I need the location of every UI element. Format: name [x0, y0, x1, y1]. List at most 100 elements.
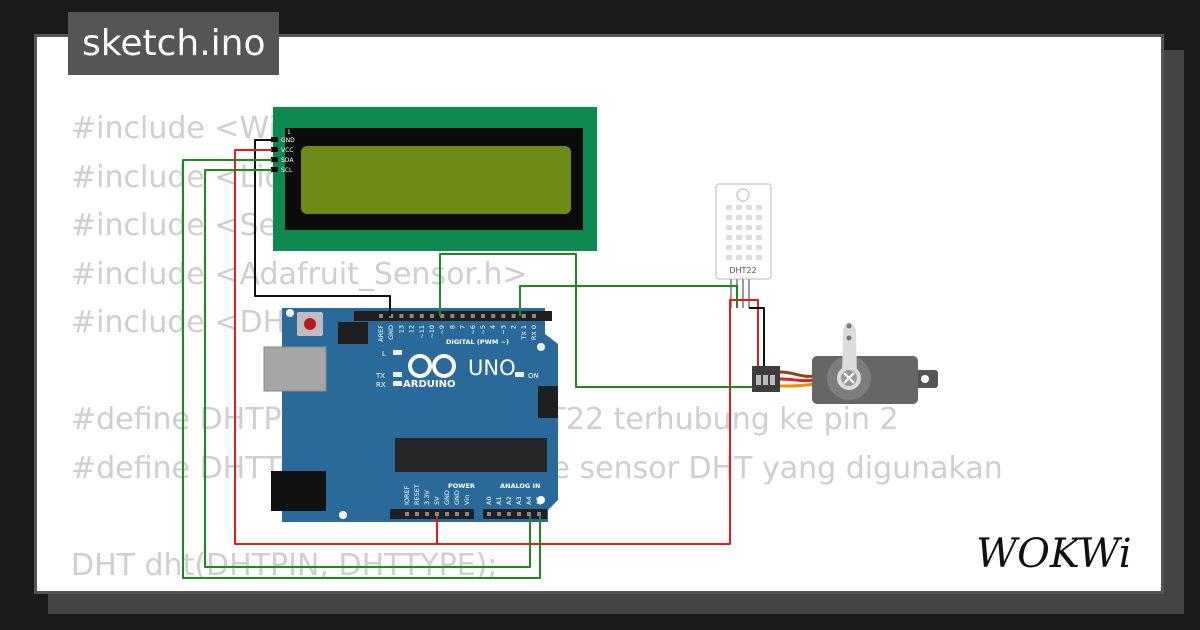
header-pin[interactable]	[481, 314, 485, 318]
pin-label: AREF	[377, 325, 385, 342]
pin-label: ~5	[479, 325, 487, 335]
pin-label: 2	[510, 325, 518, 329]
wire-dht-gnd[interactable]	[749, 307, 765, 366]
led-rx	[393, 381, 402, 386]
board-mount-hole	[537, 496, 545, 504]
lcd-pin-label: SDA	[281, 157, 294, 164]
lcd-pin-gnd	[271, 137, 278, 142]
arduino-infinity-logo	[408, 354, 456, 378]
pin-label: ~9	[438, 325, 446, 335]
servo-wire-brown	[779, 370, 816, 378]
header-pin[interactable]	[527, 512, 531, 516]
lcd-pin-vcc	[271, 147, 278, 152]
led-rx-label: RX	[376, 381, 386, 389]
header-pin[interactable]	[465, 512, 469, 516]
header-pin[interactable]	[487, 512, 491, 516]
wire-lcd-gnd[interactable]	[254, 139, 391, 316]
servo-connector-pins	[756, 375, 775, 385]
header-pin[interactable]	[470, 314, 475, 318]
lcd-pin-label: VCC	[281, 147, 293, 154]
pin-label: A2	[505, 496, 513, 505]
file-tab-title: sketch.ino	[68, 12, 280, 75]
header-pin[interactable]	[517, 512, 521, 516]
header-pin[interactable]	[409, 314, 414, 318]
dht-mount-hole	[736, 188, 750, 202]
pin-label: A0	[485, 496, 493, 505]
pin-label: ~11	[418, 325, 426, 339]
wire-dht-data[interactable]	[519, 285, 738, 316]
pin-label: 12	[408, 325, 416, 333]
board-brand: ARDUINO	[403, 379, 455, 390]
header-pin[interactable]	[379, 314, 383, 318]
pin-label: 5V	[433, 496, 441, 505]
led-l-label: L	[382, 350, 386, 358]
header-pin[interactable]	[532, 314, 536, 318]
header-pin[interactable]	[511, 314, 516, 318]
servo-motor[interactable]	[752, 322, 938, 404]
dht-legs	[730, 279, 750, 308]
header-pin[interactable]	[440, 314, 445, 318]
header-pin[interactable]	[491, 314, 496, 318]
code-line: DHT dht(DHTPIN, DHTTYPE);	[71, 547, 498, 583]
reset-button[interactable]	[304, 318, 316, 330]
power-header	[390, 509, 474, 519]
header-pin[interactable]	[430, 314, 434, 318]
board-mount-hole	[286, 309, 294, 317]
header-pin[interactable]	[507, 512, 511, 516]
lcd-screen	[301, 146, 571, 214]
atmega-chip	[395, 438, 547, 472]
power-jack	[271, 471, 326, 511]
servo-wire-orange	[779, 382, 816, 388]
wire-servo-signal[interactable]	[439, 253, 752, 388]
wokwi-logo-icon: WOKWi	[976, 531, 1132, 577]
header-pin[interactable]	[497, 512, 501, 516]
wokwi-logo-text: WOKWi	[976, 531, 1132, 577]
digital-label: DIGITAL (PWM ~)	[446, 338, 509, 346]
header-pin[interactable]	[435, 512, 439, 516]
header-pin[interactable]	[419, 314, 424, 318]
wire-lcd-scl[interactable]	[204, 169, 531, 568]
header-pin[interactable]	[450, 314, 455, 318]
header-pin[interactable]	[455, 512, 459, 516]
wire-vcc-5v[interactable]	[234, 149, 759, 545]
pin-label: A4	[525, 496, 533, 505]
header-pin[interactable]	[399, 314, 404, 318]
pin-label: A1	[495, 496, 503, 505]
servo-horn-hole	[846, 323, 852, 329]
pin-label: IOREF	[403, 485, 411, 505]
header-pin[interactable]	[537, 512, 541, 516]
board-mount-hole	[339, 511, 347, 519]
led-on-label: ON	[528, 372, 539, 380]
header-pin[interactable]	[389, 314, 394, 318]
icsp-header-side	[538, 386, 558, 418]
analog-label: ANALOG IN	[500, 482, 540, 490]
servo-screw-cross-icon	[843, 372, 855, 384]
pin-label: TX 1	[520, 325, 528, 341]
dht22-sensor[interactable]: DHT22	[715, 183, 772, 308]
header-pin[interactable]	[425, 512, 429, 516]
lcd-pin-label: SCL	[281, 167, 293, 174]
led-tx-label: TX	[375, 372, 385, 380]
header-pin[interactable]	[460, 314, 465, 318]
header-pin[interactable]	[445, 512, 449, 516]
servo-horn	[842, 322, 857, 378]
servo-mount-hole	[921, 375, 929, 383]
pin-label: RESET	[413, 484, 421, 505]
arduino-uno-board[interactable]: UNO ARDUINO DIGITAL (PWM ~) POWER ANALOG…	[263, 308, 558, 522]
usb-connector	[263, 346, 327, 392]
lcd-pin-one-label: 1	[287, 129, 291, 136]
pin-label: 3.3V	[423, 490, 431, 505]
header-pin[interactable]	[501, 314, 506, 318]
pin-label: GND	[443, 490, 451, 505]
pin-label: ~10	[428, 325, 436, 339]
icsp-header-top	[338, 322, 368, 344]
header-pin[interactable]	[521, 314, 526, 318]
header-pin[interactable]	[415, 512, 419, 516]
lcd-pin-scl	[271, 167, 278, 172]
servo-wire-red	[779, 377, 816, 383]
header-pin[interactable]	[405, 512, 409, 516]
lcd-module[interactable]: 1 GND VCC SDA SCL	[271, 107, 597, 251]
wire-lcd-sda[interactable]	[182, 159, 541, 579]
